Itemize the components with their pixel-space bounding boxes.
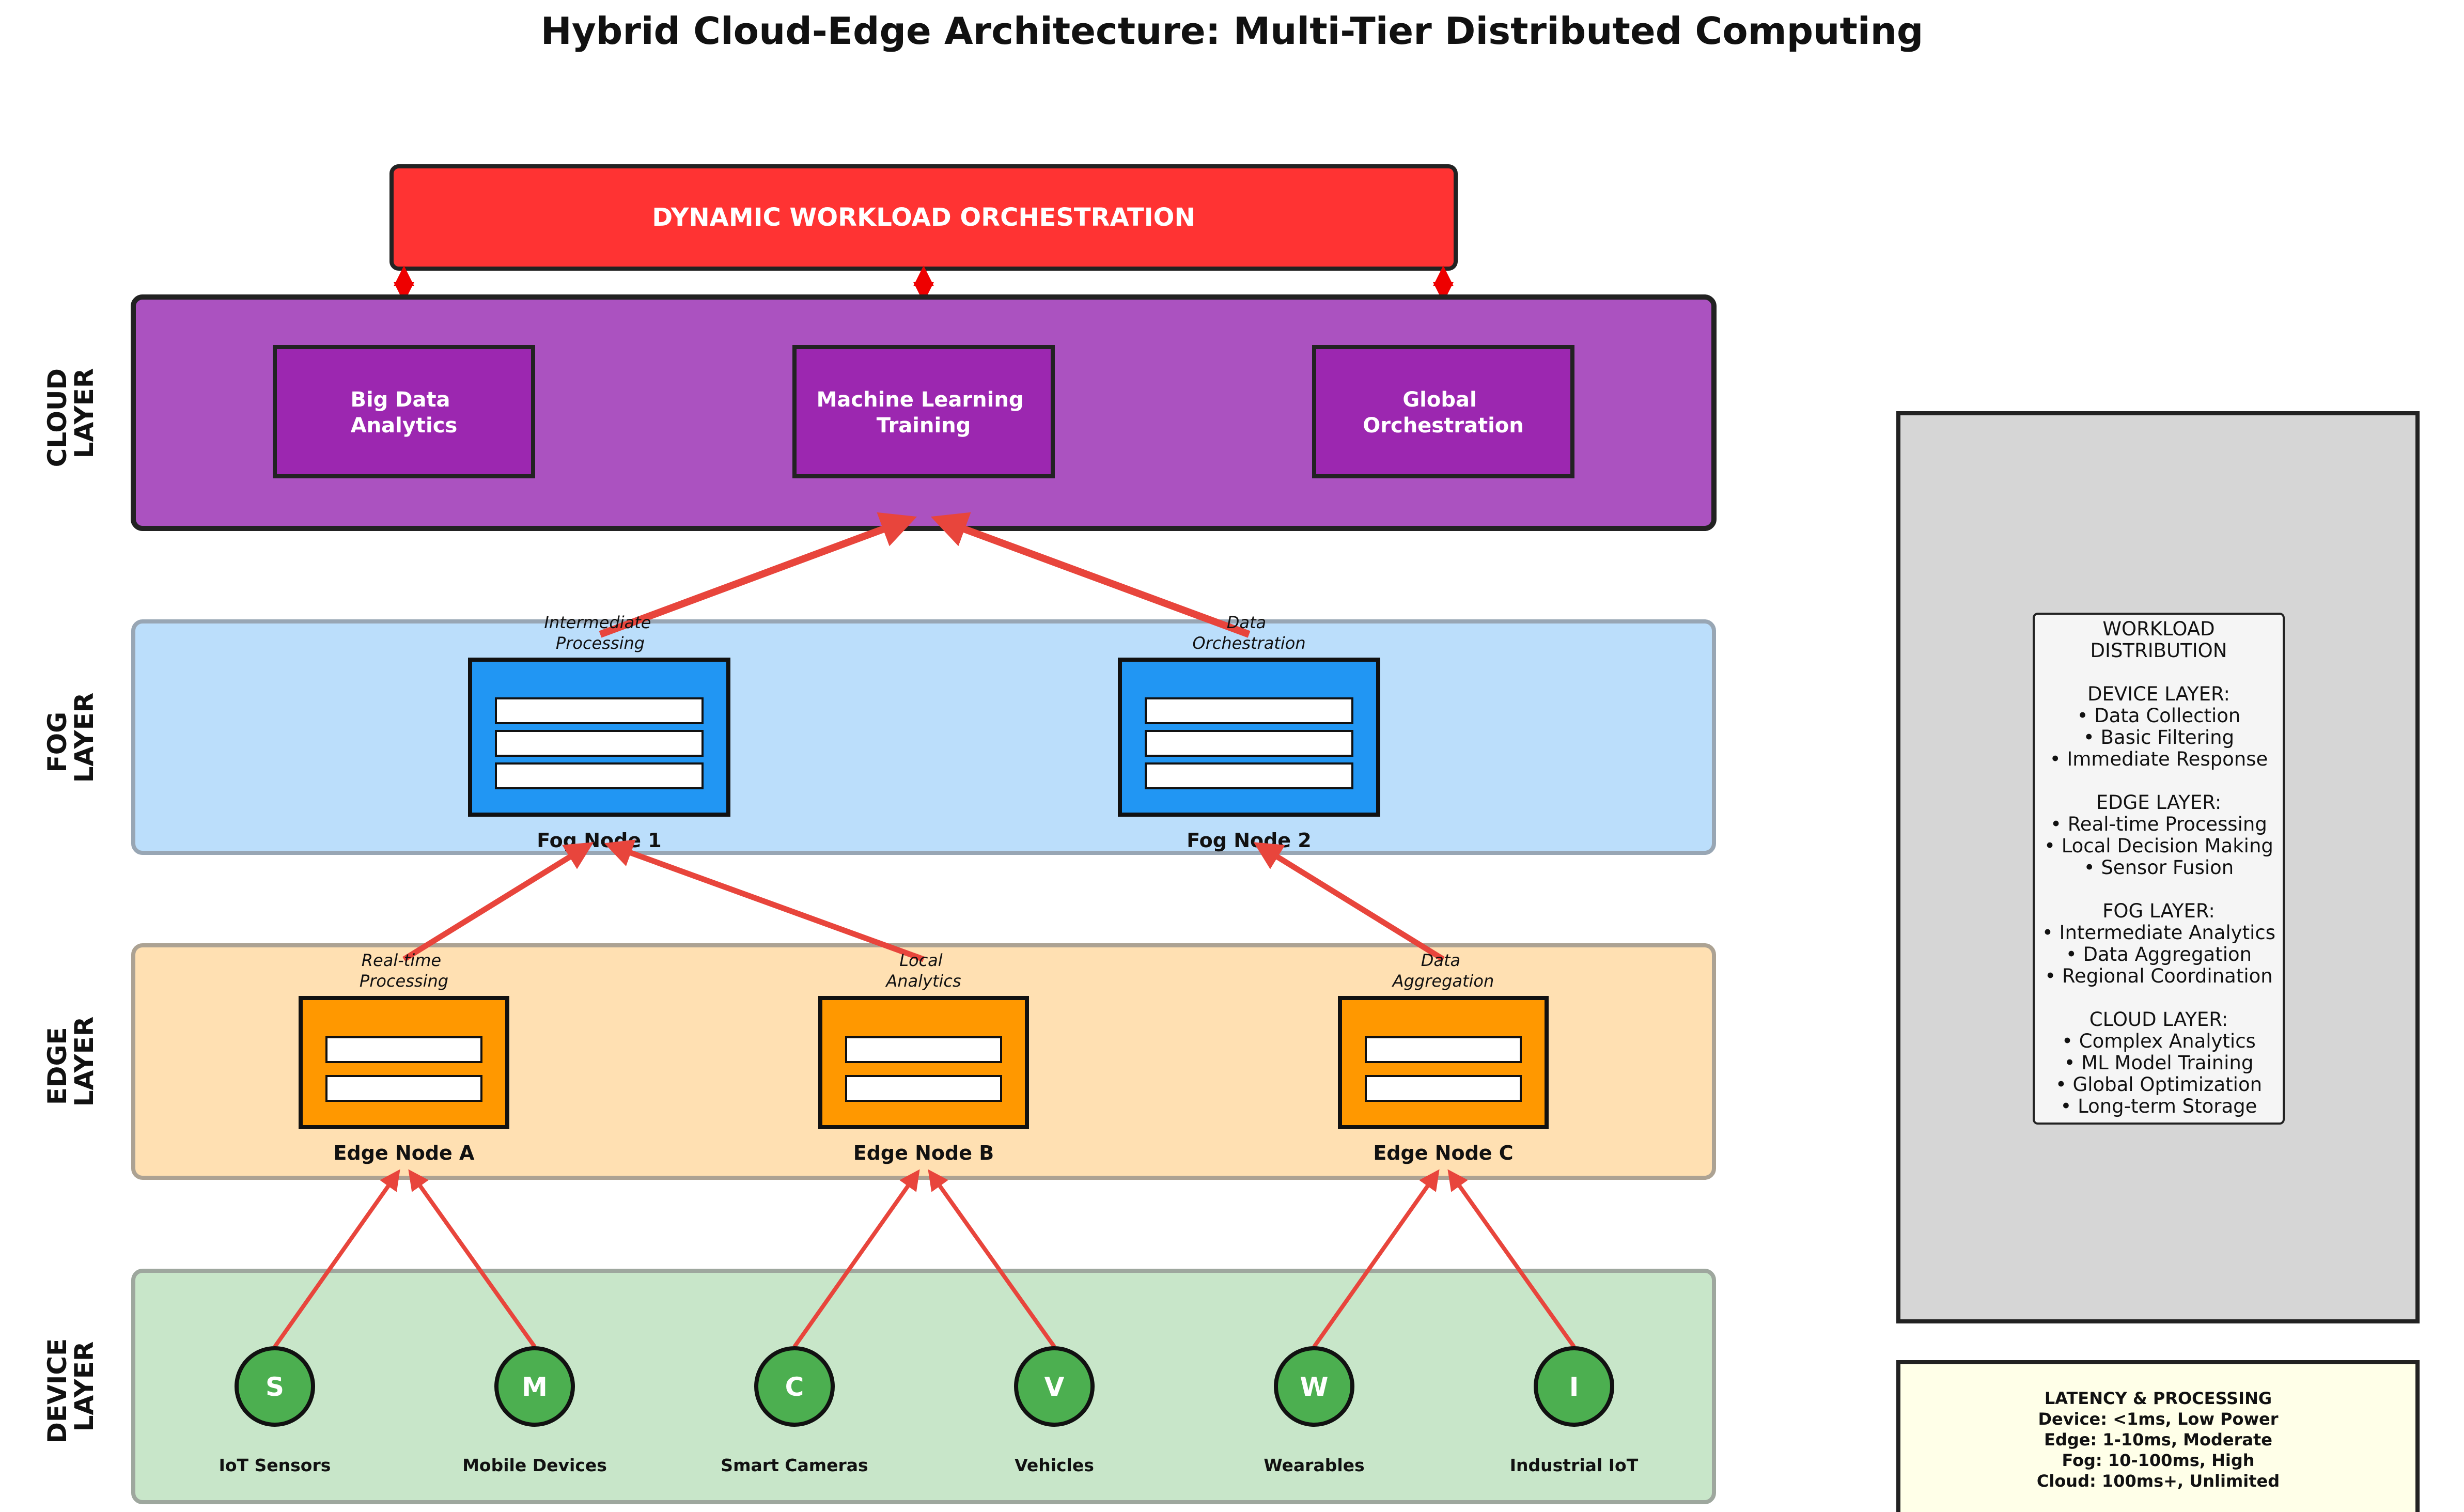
edge-node-a-note: Real-time Processing	[360, 950, 448, 991]
svg-text:M: M	[522, 1372, 548, 1402]
industrial-to-edgeC-arrow	[1447, 1169, 1576, 1348]
fog-to-cloud-arrows	[599, 512, 1251, 638]
fog-node-2-note: Data Orchestration	[1192, 613, 1305, 653]
svg-text:Smart Cameras: Smart Cameras	[721, 1455, 868, 1475]
device-industrial-iot: I Industrial IoT	[1510, 1346, 1639, 1475]
svg-text:Global Orchestration: Global Orchestration	[1363, 388, 1523, 438]
svg-text:S: S	[266, 1372, 284, 1402]
diagram-title: Hybrid Cloud-Edge Architecture: Multi-Ti…	[541, 9, 1924, 53]
edgeC-to-fog2-arrow	[1253, 842, 1445, 962]
workload-line-19: • Complex Analytics	[2062, 1030, 2256, 1052]
device-layer-label: DEVICE LAYER	[42, 1329, 99, 1443]
workload-line-3: DEVICE LAYER:	[2087, 683, 2230, 705]
orchestration-banner: DYNAMIC WORKLOAD ORCHESTRATION	[389, 164, 1458, 271]
cloud-service-global-orchestration: Global Orchestration	[1312, 345, 1574, 478]
fog2-to-cloud-arrow	[930, 512, 1251, 638]
svg-text:I: I	[1569, 1372, 1579, 1402]
latency-line-2: Edge: 1-10ms, Moderate	[2044, 1430, 2272, 1449]
svg-text:W: W	[1300, 1372, 1328, 1402]
edge-node-c: Data Aggregation Edge Node C	[1338, 950, 1549, 1164]
edge-node-b: Local Analytics Edge Node B	[818, 950, 1029, 1164]
workload-line-9: • Real-time Processing	[2050, 813, 2267, 835]
svg-text:Machine Learning Trainin: Machine Learning Training	[817, 388, 1031, 438]
workload-line-0: WORKLOAD	[2102, 618, 2215, 640]
workload-line-14: • Intermediate Analytics	[2042, 922, 2275, 944]
workload-line-11: • Sensor Fusion	[2084, 856, 2234, 879]
fog1-to-cloud-arrow	[599, 512, 917, 638]
edge-node-b-label: Edge Node B	[853, 1142, 994, 1164]
fog-node-1-label: Fog Node 1	[537, 829, 662, 852]
workload-line-10: • Local Decision Making	[2044, 835, 2273, 857]
latency-line-3: Fog: 10-100ms, High	[2062, 1451, 2254, 1470]
workload-line-8: EDGE LAYER:	[2096, 791, 2222, 814]
fog-layer-panel	[131, 619, 1716, 855]
svg-text:Industrial IoT: Industrial IoT	[1510, 1455, 1639, 1475]
fog-node-1-note: Intermediate Processing	[544, 613, 656, 653]
fog-node-2-label: Fog Node 2	[1187, 829, 1312, 852]
cameras-to-edgeB-arrow	[792, 1169, 920, 1348]
edgeB-to-fog1-arrow	[604, 839, 925, 962]
cloud-service-ml-training: Machine Learning Training	[792, 345, 1055, 478]
workload-line-20: • ML Model Training	[2064, 1052, 2254, 1074]
latency-line-4: Cloud: 100ms+, Unlimited	[2037, 1471, 2280, 1491]
svg-text:Big Data Analytics: Big Data Analytics	[350, 388, 457, 438]
vehicles-to-edgeB-arrow	[928, 1169, 1056, 1348]
cloud-service-big-data: Big Data Analytics	[273, 345, 535, 478]
device-vehicles: V Vehicles	[1014, 1346, 1095, 1475]
fog-node-2: Data Orchestration Fog Node 2	[1118, 613, 1380, 852]
sensors-to-edgeA-arrow	[273, 1169, 400, 1348]
workload-line-16: • Regional Coordination	[2045, 965, 2272, 987]
edge-node-a-label: Edge Node A	[334, 1142, 475, 1164]
device-to-edge-arrows	[273, 1169, 1576, 1348]
workload-line-21: • Global Optimization	[2055, 1073, 2262, 1096]
edgeA-to-fog1-arrow	[402, 842, 594, 962]
workload-line-1: DISTRIBUTION	[2091, 640, 2227, 662]
device-wearables: W Wearables	[1264, 1346, 1365, 1475]
edge-node-c-note: Data Aggregation	[1392, 950, 1494, 991]
workload-line-18: CLOUD LAYER:	[2089, 1008, 2228, 1031]
fog-layer-label: FOG LAYER	[42, 693, 99, 783]
edge-node-a: Real-time Processing Edge Node A	[299, 950, 509, 1164]
edge-to-fog-arrows	[402, 839, 1445, 962]
svg-text:IoT Sensors: IoT Sensors	[219, 1455, 331, 1475]
edge-node-b-note: Local Analytics	[885, 950, 961, 991]
device-smart-cameras: C Smart Cameras	[721, 1346, 868, 1475]
latency-line-1: Device: <1ms, Low Power	[2038, 1409, 2278, 1429]
device-layer-panel	[131, 1269, 1716, 1504]
workload-line-15: • Data Aggregation	[2066, 943, 2252, 965]
latency-box	[1896, 1360, 2420, 1512]
workload-line-22: • Long-term Storage	[2061, 1095, 2257, 1117]
workload-line-13: FOG LAYER:	[2102, 900, 2215, 922]
wearables-to-edgeC-arrow	[1312, 1169, 1440, 1348]
svg-text:C: C	[785, 1372, 804, 1402]
svg-text:Wearables: Wearables	[1264, 1455, 1364, 1475]
workload-line-6: • Immediate Response	[2050, 748, 2268, 770]
mobile-to-edgeA-arrow	[408, 1169, 537, 1348]
svg-text:Mobile Devices: Mobile Devices	[462, 1455, 607, 1475]
fog-node-1: Intermediate Processing Fog Node 1	[468, 613, 730, 852]
svg-text:V: V	[1044, 1372, 1065, 1402]
orchestration-label: DYNAMIC WORKLOAD ORCHESTRATION	[652, 203, 1195, 232]
device-iot-sensors: S IoT Sensors	[219, 1346, 331, 1475]
edge-node-c-label: Edge Node C	[1373, 1142, 1513, 1164]
latency-line-0: LATENCY & PROCESSING	[2045, 1389, 2272, 1408]
edge-layer-label: EDGE LAYER	[42, 1017, 99, 1107]
cloud-layer-label: CLOUD LAYER	[42, 360, 99, 467]
orchestration-arrows	[394, 266, 1454, 303]
workload-distribution-box	[2033, 613, 2285, 1125]
svg-text:Vehicles: Vehicles	[1015, 1455, 1094, 1475]
device-mobile-devices: M Mobile Devices	[462, 1346, 607, 1475]
workload-line-4: • Data Collection	[2077, 705, 2241, 727]
workload-line-5: • Basic Filtering	[2083, 726, 2234, 749]
